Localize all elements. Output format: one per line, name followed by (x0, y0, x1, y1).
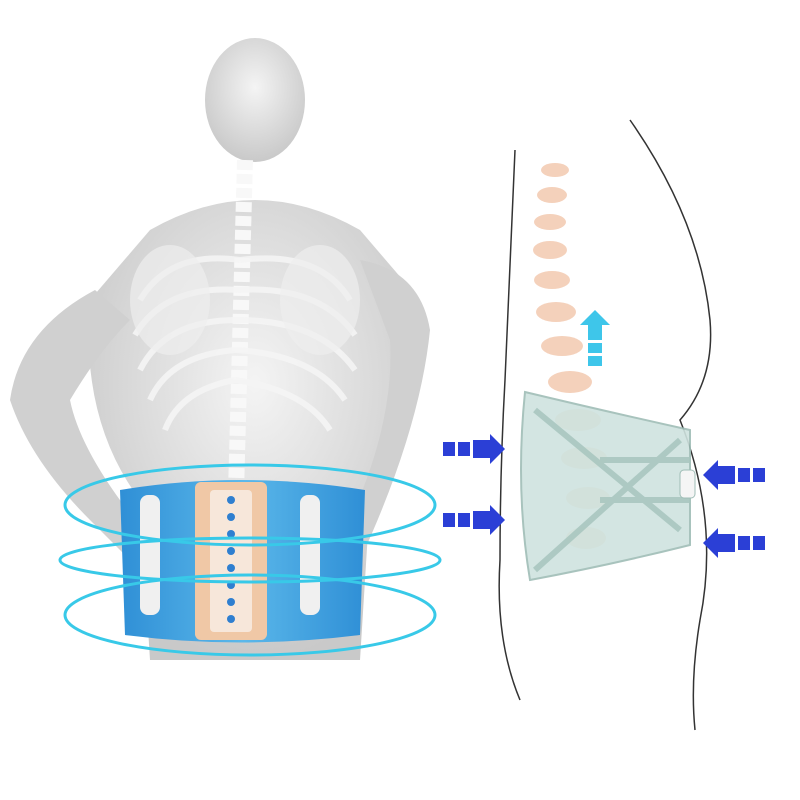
left-shoulder-blade (130, 245, 210, 355)
panel-dots (227, 496, 235, 623)
side-profile (498, 119, 712, 731)
body-outline-front (629, 119, 712, 731)
right-shoulder-blade (280, 245, 360, 355)
body-outline-back (498, 149, 521, 701)
arrow-right-icon (443, 505, 505, 535)
brace-buckle (679, 469, 696, 499)
ring-top (63, 463, 437, 547)
arrow-up-icon (580, 310, 610, 366)
lumbar-belt (120, 480, 365, 643)
left-arm (10, 290, 135, 560)
compression-rings (58, 463, 442, 657)
ring-bottom (63, 573, 437, 657)
arrow-left-icon (703, 528, 765, 558)
ring-middle (58, 536, 442, 584)
head (205, 38, 305, 162)
arrow-left-icon (703, 460, 765, 490)
left-stay (140, 495, 160, 615)
arrow-right-icon (443, 434, 505, 464)
side-brace (520, 390, 691, 582)
right-stay (300, 495, 320, 615)
